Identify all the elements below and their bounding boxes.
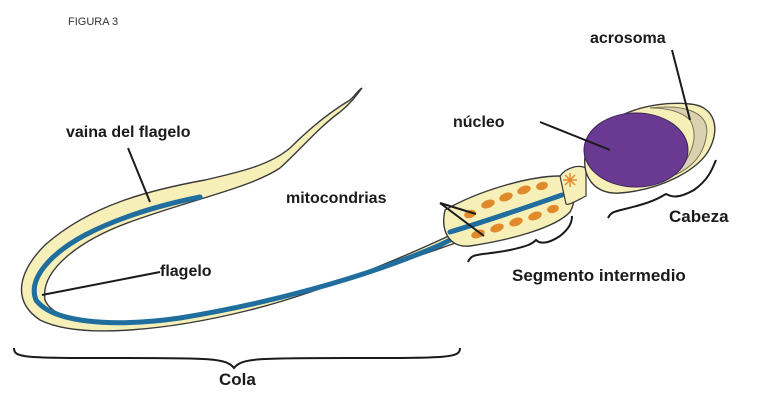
label-vaina-del-flagelo: vaina del flagelo [66, 124, 191, 141]
label-cola: Cola [219, 370, 256, 389]
leader-flagelo [42, 272, 160, 295]
label-mitocondrias: mitocondrias [286, 190, 387, 207]
label-acrosoma: acrosoma [590, 30, 666, 47]
nucleus [584, 113, 688, 187]
centriole [563, 173, 577, 187]
leader-vaina [128, 148, 150, 202]
cola-brace [14, 348, 460, 368]
label-nucleo: núcleo [453, 114, 505, 131]
label-cabeza: Cabeza [669, 207, 729, 226]
label-flagelo: flagelo [160, 263, 212, 280]
figure-label: FIGURA 3 [68, 16, 118, 28]
label-segmento-intermedio: Segmento intermedio [512, 266, 686, 285]
